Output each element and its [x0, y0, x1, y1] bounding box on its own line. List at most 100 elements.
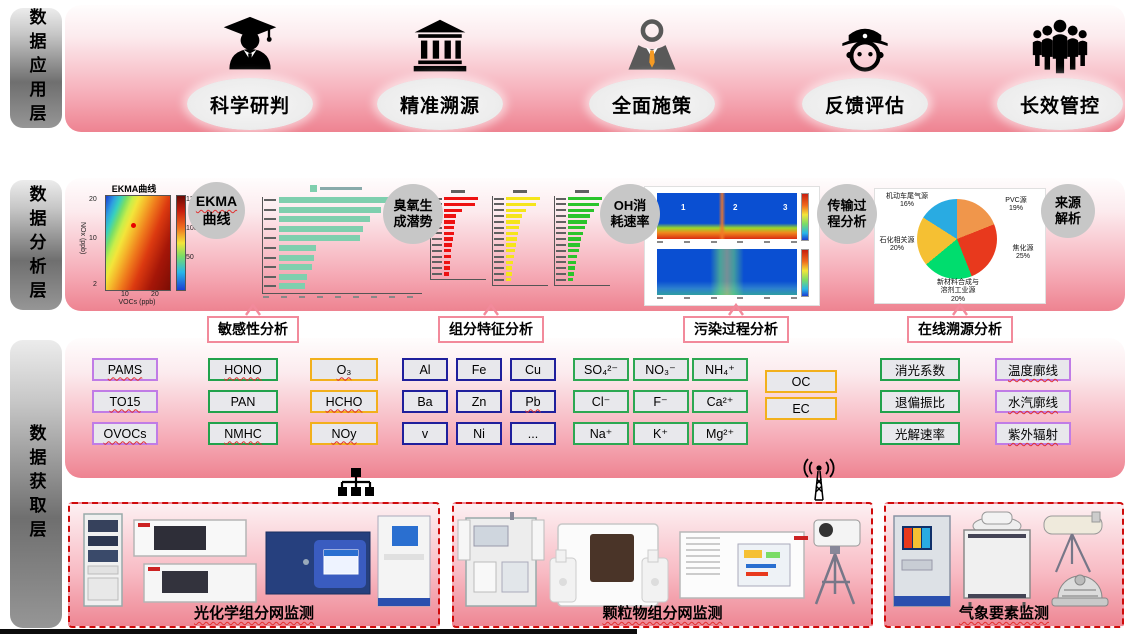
lidar-heatmap-bottom	[657, 249, 797, 295]
oh-bar-row	[494, 272, 548, 276]
ofp-bar-row	[264, 197, 422, 203]
badge-source: 来源 解析	[1041, 184, 1095, 238]
species-box-metals-0: Al	[402, 358, 448, 381]
ekma-colorbar	[176, 195, 186, 291]
oh-chart-yellow	[492, 190, 548, 304]
oh-bar-row	[556, 197, 610, 201]
chart-title-stub	[451, 190, 465, 193]
species-box-metals-1: Fe	[456, 358, 502, 381]
caption-pollution-process: 污染过程分析	[683, 303, 789, 343]
badge-ekma-line1: EKMA	[195, 193, 238, 209]
ekma-contour-plot	[105, 195, 171, 291]
oh-bar-row	[556, 272, 610, 276]
oh-bar-row	[432, 260, 486, 264]
instrument-dome-sensor	[1051, 574, 1109, 607]
scholar-icon	[220, 13, 280, 75]
ekma-xtick: 10	[121, 291, 129, 298]
pie-chart	[917, 199, 997, 279]
species-box-ions-5: Ca²⁺	[692, 390, 748, 413]
station-particulate: 颗粒物组分网监测	[452, 502, 873, 628]
ekma-marker-dot	[131, 223, 136, 228]
oh-chart-green	[554, 190, 610, 304]
ekma-ytick: 2	[93, 281, 97, 288]
instrument-cabinet	[377, 515, 431, 607]
species-box-metals-4: Zn	[456, 390, 502, 413]
species-box-vocs-0: PAMS	[92, 358, 158, 381]
instrument-rack	[83, 513, 123, 607]
app-label-control: 长效管控	[997, 78, 1123, 130]
caption-composition: 组分特征分析	[438, 303, 544, 343]
species-box-gases-0: HONO	[208, 358, 278, 381]
ofp-legend	[310, 185, 362, 192]
oh-bar-row	[432, 197, 486, 201]
up-arrow-icon	[245, 303, 261, 316]
antenna-icon	[800, 458, 838, 507]
oh-bar-row	[432, 254, 486, 259]
species-box-ions-4: F⁻	[632, 390, 689, 413]
species-box-oxidants-0: O₃	[310, 358, 378, 381]
app-item-research: 科学研判	[175, 13, 325, 133]
species-box-optical-2: 光解速率	[880, 422, 960, 445]
lidar-colorbar-top	[801, 193, 809, 241]
app-label-traceability: 精准溯源	[377, 78, 503, 130]
badge-oh-line2: 耗速率	[610, 214, 650, 229]
people-group-icon	[1029, 13, 1091, 75]
ofp-bar-row	[264, 254, 422, 261]
ofp-plot-area	[262, 197, 422, 294]
ofp-bar-row	[264, 273, 422, 280]
ekma-ylabel: NOx (ppb)	[79, 222, 86, 255]
instrument-wind-profiler	[963, 511, 1031, 608]
station-photochemical: 光化学组分网监测	[68, 502, 440, 628]
ekma-chart: EKMA曲线 20 10 2 10 20 130 100 50 VOCs (pp…	[79, 182, 198, 308]
badge-ekma: EKMA 曲线	[188, 182, 245, 239]
oh-bar-row	[432, 237, 486, 241]
layer-label-application: 数据应用层	[10, 8, 62, 128]
species-box-metals-8: ...	[510, 422, 556, 445]
meteorology-instruments-illustration	[893, 511, 1109, 608]
instrument-analyzer	[679, 531, 808, 599]
instrument-lidar-cabinet	[893, 515, 951, 607]
bars	[492, 196, 548, 286]
oh-bar-row	[556, 202, 610, 207]
oh-bar-row	[494, 237, 548, 241]
species-box-metals-7: Ni	[456, 422, 502, 445]
species-box-profiles-2: 紫外辐射	[995, 422, 1071, 445]
police-icon	[836, 13, 894, 75]
species-box-metals-5: Pb	[510, 390, 556, 413]
ofp-bar-row	[264, 244, 422, 251]
caption-online-source: 在线溯源分析	[907, 303, 1013, 343]
oh-bar-row	[494, 243, 548, 247]
ofp-xtick-stubs	[263, 296, 413, 298]
oh-bar-row	[494, 208, 548, 212]
app-item-control: 长效管控	[985, 13, 1133, 133]
oh-bar-row	[556, 214, 610, 218]
lidar-heatmap-top: 1 2 3	[657, 193, 797, 239]
lidar-colorbar-bottom	[801, 249, 809, 297]
badge-transport-line2: 程分析	[827, 214, 867, 229]
species-box-ions-2: NH₄⁺	[692, 358, 748, 381]
oh-bar-row	[494, 231, 548, 236]
ofp-bar-row	[264, 225, 422, 232]
species-box-carbon-1: EC	[765, 397, 837, 420]
oh-bar-row	[556, 249, 610, 253]
badge-ofp: 臭氧生 成潜势	[383, 184, 443, 244]
station-meteorology-label: 气象要素监测	[958, 605, 1049, 622]
oh-bar-row	[556, 237, 610, 241]
ofp-bar-chart	[248, 182, 428, 308]
caption-sensitivity-label: 敏感性分析	[207, 316, 299, 343]
badge-oh: OH消 耗速率	[600, 184, 660, 244]
oh-bar-row	[494, 202, 548, 207]
lidar-zone-1: 1	[681, 203, 686, 212]
ofp-legend-text-stub	[320, 187, 362, 190]
species-box-ions-8: Mg²⁺	[692, 422, 748, 445]
lidar-zone-3: 3	[783, 203, 788, 212]
species-box-ions-6: Na⁺	[573, 422, 629, 445]
network-tree-icon	[338, 468, 374, 503]
ofp-bar-row	[264, 216, 422, 223]
ekma-xtick: 20	[151, 291, 159, 298]
oh-bar-row	[494, 260, 548, 264]
oh-bar-row	[494, 214, 548, 218]
